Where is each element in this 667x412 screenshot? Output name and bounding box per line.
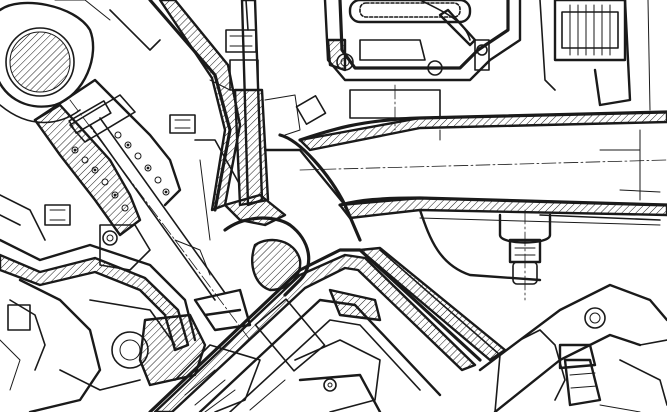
cylinder-head <box>0 0 242 352</box>
manifold-icon <box>298 110 667 282</box>
valve-spring-housing <box>33 78 182 237</box>
intake-port <box>194 133 362 297</box>
engine-block-lower-left <box>0 278 207 412</box>
valve-icon <box>69 99 252 341</box>
lower-ribs <box>174 344 286 412</box>
mounting-bracket <box>478 283 667 412</box>
exhaust-passage <box>148 246 507 412</box>
spring-icon <box>71 131 170 212</box>
bolt-icon <box>44 114 196 271</box>
pipe-icon <box>498 209 552 301</box>
cam-icon <box>0 0 161 124</box>
carburetor-icon <box>323 0 522 131</box>
throttle-linkage <box>539 0 651 111</box>
detail-lines <box>174 79 661 276</box>
